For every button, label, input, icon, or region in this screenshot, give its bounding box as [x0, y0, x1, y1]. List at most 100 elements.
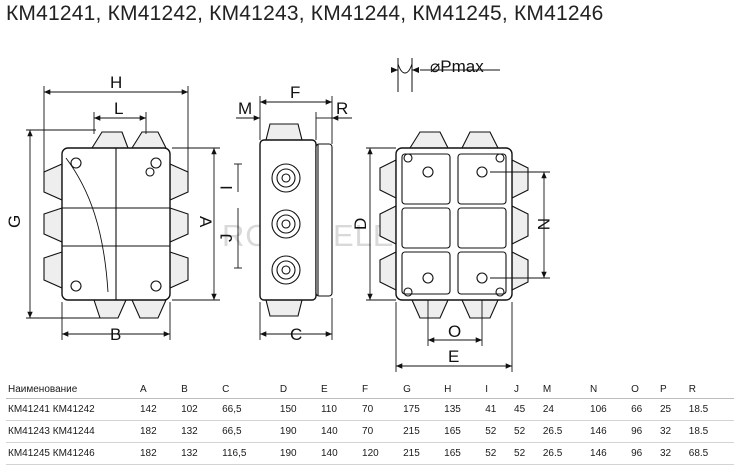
gland-bottom-right: [131, 299, 167, 319]
dim-label-D: D: [351, 218, 370, 230]
table-cell: 135: [442, 398, 484, 421]
table-cell: 116,5: [220, 442, 278, 465]
gland-left-1: [43, 163, 63, 201]
table-cell: 110: [318, 398, 361, 421]
table-row: КМ41241 КМ41242 142 102 66,5 150 110 70 …: [6, 398, 734, 421]
table-cell: 66,5: [220, 420, 278, 443]
table-cell: 140: [318, 420, 361, 443]
side-dimensions: [234, 96, 352, 340]
col-header: C: [220, 380, 278, 399]
table-cell: 70: [360, 420, 402, 443]
dim-label-L: L: [114, 99, 123, 118]
table-cell: 175: [401, 398, 443, 421]
table-cell: 215: [401, 442, 443, 465]
col-header: N: [588, 380, 630, 399]
screw-tr: [150, 157, 162, 169]
pmax-label: ⌀Pmax: [430, 57, 484, 76]
table-cell: 18.5: [686, 398, 734, 421]
front-view: [43, 131, 189, 319]
table-cell: 26.5: [540, 442, 589, 465]
table-cell: 68.5: [686, 442, 734, 465]
dim-label-A: A: [196, 216, 215, 228]
dim-label-F: F: [290, 83, 300, 102]
table-cell: 106: [588, 398, 630, 421]
table-cell: 215: [401, 420, 443, 443]
table-cell: КМ41245 КМ41246: [6, 442, 138, 465]
dim-label-R: R: [336, 99, 348, 118]
col-header: R: [686, 380, 734, 399]
knockout-1: [271, 163, 301, 193]
col-header: O: [629, 380, 658, 399]
dim-label-G: G: [5, 215, 24, 228]
back-dimensions: [366, 147, 550, 372]
col-header: P: [657, 380, 687, 399]
col-header: Наименование: [6, 380, 138, 399]
table-cell: 96: [629, 420, 658, 443]
table-cell: 146: [588, 442, 630, 465]
col-header: G: [401, 380, 443, 399]
gland-top-right: [131, 131, 167, 149]
screw-center: [145, 167, 155, 177]
table-cell: 102: [179, 398, 221, 421]
dim-label-H: H: [110, 73, 122, 92]
table-cell: 142: [138, 398, 180, 421]
col-header: H: [442, 380, 484, 399]
dim-label-E: E: [448, 347, 459, 366]
table-cell: 132: [179, 442, 221, 465]
table-cell: 26.5: [540, 420, 589, 443]
table-row: КМ41245 КМ41246 182 132 116,5 190 140 12…: [6, 442, 734, 465]
table-cell: 70: [360, 398, 402, 421]
col-header: A: [138, 380, 180, 399]
col-header: M: [540, 380, 589, 399]
page-title: КМ41241, КМ41242, КМ41243, КМ41244, КМ41…: [6, 2, 604, 25]
col-header: E: [318, 380, 361, 399]
col-header: B: [179, 380, 221, 399]
gland-top-left: [91, 131, 129, 149]
side-lid: [315, 143, 333, 297]
gland-bottom-left: [93, 299, 127, 319]
table-cell: 25: [657, 398, 687, 421]
back-body: [395, 147, 513, 301]
gland-left-3: [43, 251, 63, 289]
knockout-2: [271, 209, 301, 239]
dim-label-N: N: [534, 218, 553, 230]
table-header-row: Наименование A B C D E F G H I J M N O P…: [6, 380, 734, 399]
table-cell: 52: [483, 442, 513, 465]
table-cell: 96: [629, 442, 658, 465]
table-cell: 66: [629, 398, 658, 421]
dim-label-J: J: [217, 234, 236, 243]
table-cell: 32: [657, 442, 687, 465]
table-cell: 120: [360, 442, 402, 465]
table-cell: 52: [483, 420, 513, 443]
gland-left-2: [43, 207, 63, 243]
dimensions-table: Наименование A B C D E F G H I J M N O P…: [6, 380, 734, 465]
pmax-symbol: [391, 58, 500, 92]
gland-right-2: [169, 207, 189, 243]
back-view: [379, 131, 529, 319]
col-header: I: [483, 380, 513, 399]
screw-br: [150, 280, 162, 292]
table-cell: 190: [277, 420, 319, 443]
table-cell: 32: [657, 420, 687, 443]
table-cell: 140: [318, 442, 361, 465]
table-cell: 132: [179, 420, 221, 443]
col-header: D: [277, 380, 319, 399]
dim-label-B: B: [110, 325, 121, 344]
table-cell: 66,5: [220, 398, 278, 421]
dim-label-I: I: [217, 185, 236, 190]
table-cell: 52: [512, 442, 541, 465]
table-cell: 45: [512, 398, 541, 421]
gland-right-3: [169, 251, 189, 289]
table-cell: 150: [277, 398, 319, 421]
gland-right-1: [169, 163, 189, 201]
table-cell: КМ41243 КМ41244: [6, 420, 138, 443]
table-cell: 165: [442, 420, 484, 443]
front-dimensions: [26, 86, 220, 340]
screw-tl: [70, 157, 82, 169]
table-cell: 182: [138, 442, 180, 465]
table-cell: 190: [277, 442, 319, 465]
dim-label-C: C: [290, 325, 302, 344]
technical-drawing: RO ELECTRIC: [5, 57, 553, 372]
table-row: КМ41243 КМ41244 182 132 66,5 190 140 70 …: [6, 420, 734, 443]
table-cell: 182: [138, 420, 180, 443]
